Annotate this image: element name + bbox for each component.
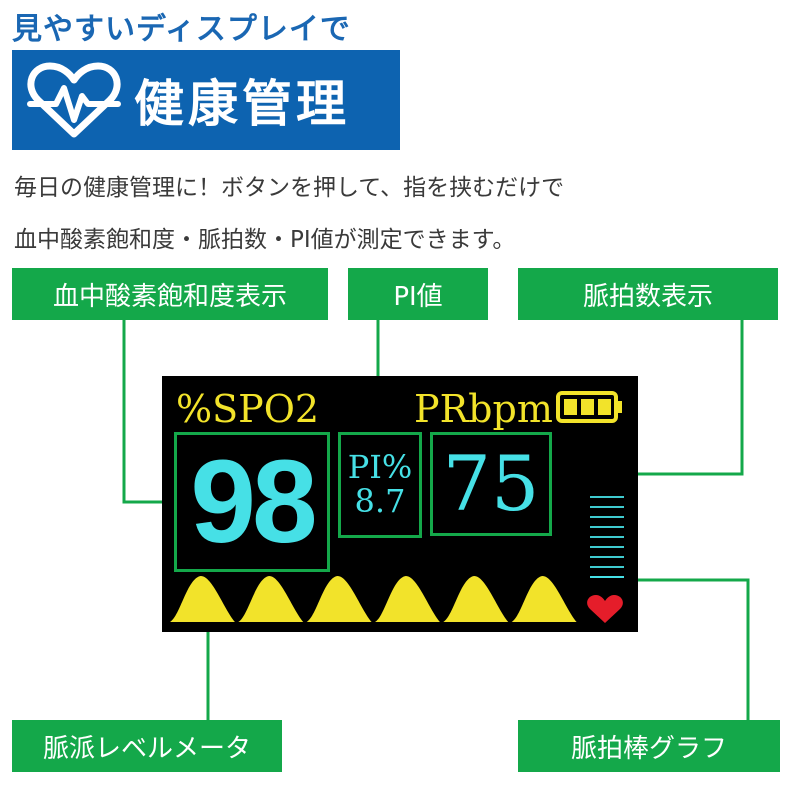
pi-label: PI% <box>347 448 413 487</box>
pleth-wave <box>375 576 440 622</box>
pulse-bar-segment <box>590 546 624 548</box>
pulse-bar-segment <box>590 556 624 558</box>
pleth-wave <box>306 576 372 622</box>
pulse-bar-segment <box>590 506 624 508</box>
callout-pr: 脈拍数表示 <box>518 268 778 320</box>
pulse-bar-segment <box>590 536 624 538</box>
pulse-bar-segment <box>590 516 624 518</box>
description-line-2: 血中酸素飽和度・脈拍数・PI値が測定できます。 <box>14 227 516 253</box>
pi-value: 8.7 <box>354 482 406 520</box>
tagline: 見やすいディスプレイで <box>12 12 351 47</box>
callout-pleth: 脈派レベルメータ <box>12 720 282 772</box>
banner-title: 健康管理 <box>134 75 350 133</box>
spo2-box: 98 <box>174 432 330 572</box>
pi-box: PI% 8.7 <box>338 432 422 538</box>
oximeter-display: %SPO2 PRbpm 98 PI% 8.7 75 <box>162 376 638 632</box>
callout-pulse-bar: 脈拍棒グラフ <box>518 720 780 772</box>
pulse-bar-segment <box>590 526 624 528</box>
pulse-bar-segment <box>590 566 624 568</box>
pulse-bar-segment <box>590 576 624 578</box>
heart-icon <box>587 595 623 623</box>
pleth-wave <box>511 576 577 622</box>
pulse-bar-segment <box>590 496 624 498</box>
pr-box: 75 <box>430 432 552 536</box>
battery-icon <box>556 391 622 423</box>
spo2-label: %SPO2 <box>176 387 320 431</box>
pleth-waveform <box>170 576 577 622</box>
pulse-bar-graph <box>590 496 624 578</box>
description-line-1: 毎日の健康管理に！ボタンを押して、指を挟むだけで <box>14 175 565 201</box>
pr-value: 75 <box>442 439 540 528</box>
pleth-wave <box>170 576 235 622</box>
pleth-wave <box>443 576 509 622</box>
title-banner: 健康管理 <box>12 50 400 150</box>
callout-pi: PI値 <box>348 268 488 320</box>
battery-cell <box>598 399 611 415</box>
pleth-wave <box>238 576 304 622</box>
pr-label: PRbpm <box>414 387 553 431</box>
callout-spo2: 血中酸素飽和度表示 <box>12 268 328 320</box>
heart-pulse-icon <box>27 62 121 138</box>
spo2-value: 98 <box>190 436 317 568</box>
battery-cell <box>564 399 577 415</box>
battery-cell <box>581 399 594 415</box>
